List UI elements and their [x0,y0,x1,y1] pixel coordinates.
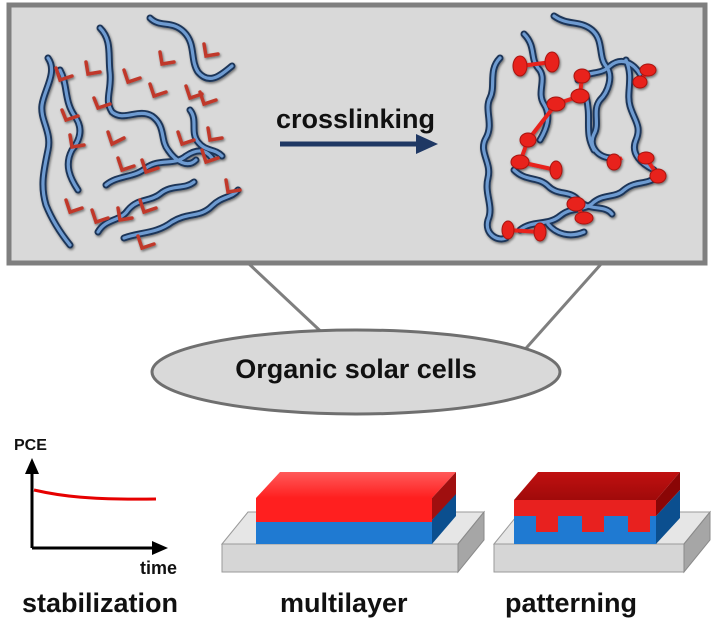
pce-mini-chart [25,458,168,555]
organic-solar-cells-label: Organic solar cells [235,354,477,384]
time-axis-label: time [140,558,178,578]
patterned-red-layer [514,500,656,532]
multilayer-device [220,472,486,574]
patterning-device [492,472,712,574]
pce-y-axis-arrowhead [25,458,39,474]
red-layer [256,498,432,522]
blue-layer [256,520,432,544]
crosslinked-network [480,12,667,243]
multilayer-label: multilayer [280,588,408,618]
crosslinking-arrow [280,134,438,154]
uncrosslinked-polymer [38,14,242,251]
crosslink-nodes [501,51,667,242]
pce-axis-label: PCE [14,437,47,454]
solar-cells-bubble [150,328,562,416]
crosslinking-label: crosslinking [276,104,436,134]
stabilization-label: stabilization [22,588,179,618]
pce-x-axis-arrowhead [152,541,168,555]
crosslinker-groups [54,42,242,251]
pce-curve [33,488,157,501]
patterning-label: patterning [505,588,637,618]
connector-right [518,262,604,356]
